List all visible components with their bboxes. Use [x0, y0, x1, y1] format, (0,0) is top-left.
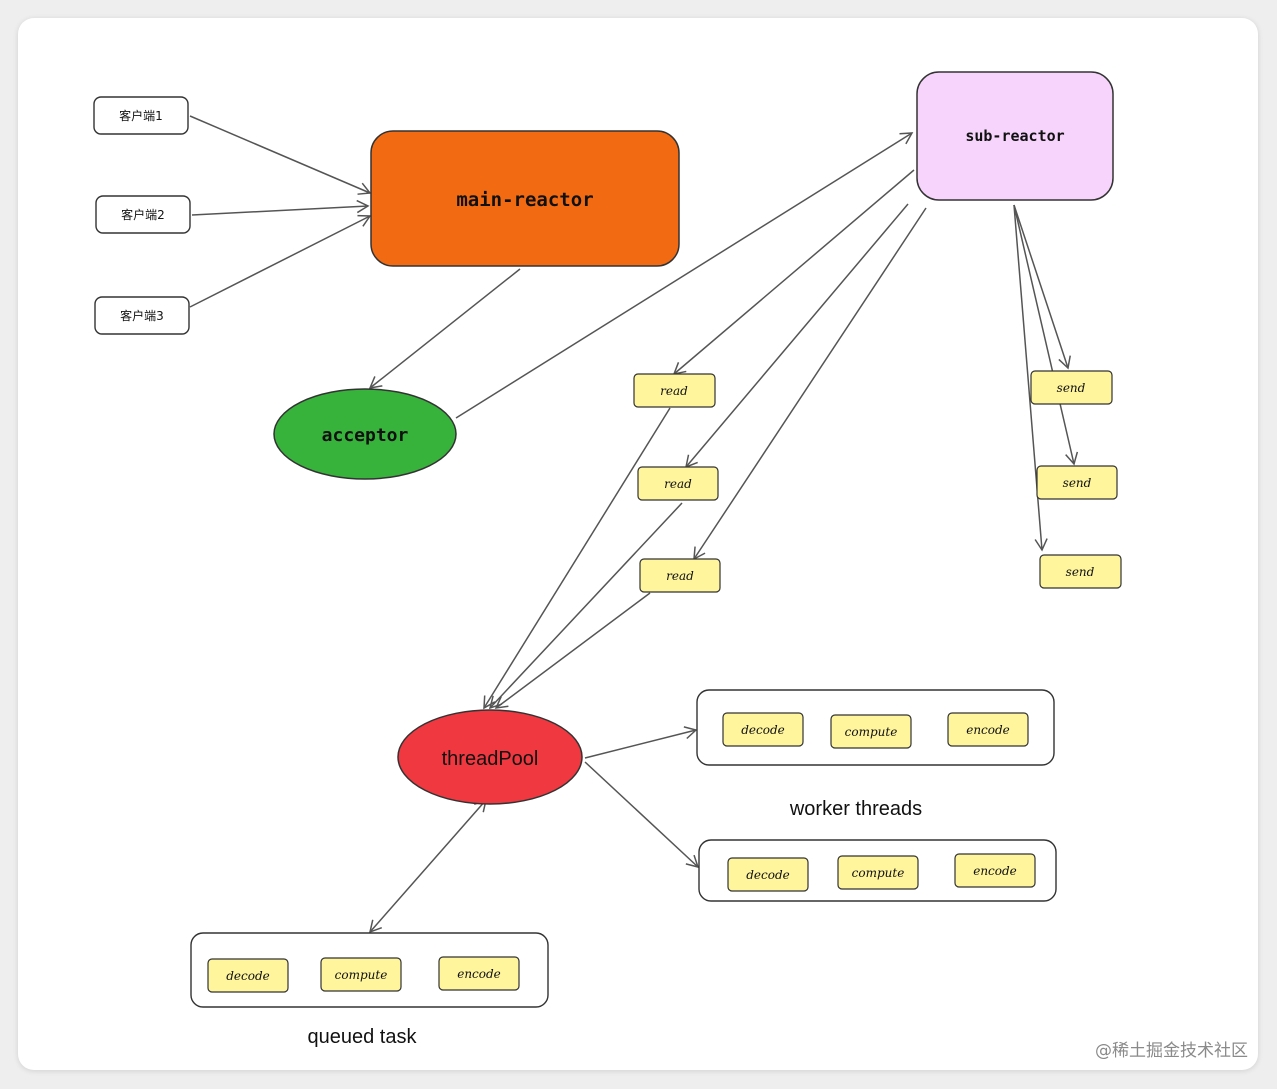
queued-task: decode compute encode	[190, 932, 549, 1008]
send-task-3-label: send	[1066, 565, 1095, 579]
read-task-1: read	[633, 373, 716, 408]
thread-pool-node: threadPool	[397, 709, 583, 805]
client-1: 客户端1	[93, 96, 189, 135]
client-2-label: 客户端2	[121, 207, 165, 222]
worker-2-decode-label: decode	[746, 868, 790, 882]
main-reactor-node: main-reactor	[370, 130, 680, 267]
queued-decode	[207, 958, 289, 993]
acceptor-label: acceptor	[322, 425, 409, 446]
worker-1-encode	[947, 712, 1029, 747]
edge-client2-main	[191, 199, 370, 216]
worker-2-encode-label: encode	[973, 864, 1017, 878]
worker-1-decode	[722, 712, 804, 747]
sub-reactor-label: sub-reactor	[965, 127, 1064, 145]
edge-client3-main	[189, 214, 372, 308]
edge-read3-pool	[494, 592, 651, 709]
queued-decode-label: decode	[226, 969, 270, 983]
edges	[189, 115, 1079, 934]
worker-1-encode-label: encode	[966, 723, 1010, 737]
read-task-2-label: read	[664, 477, 692, 491]
read-task-1-label: read	[660, 384, 688, 398]
edge-sub-read1	[672, 169, 915, 376]
queued-encode	[438, 956, 520, 991]
client-3-label: 客户端3	[120, 308, 164, 323]
read-task-2: read	[637, 466, 719, 501]
worker-2-encode	[954, 853, 1036, 888]
queued-compute-label: compute	[335, 968, 388, 982]
worker-threads-caption: worker threads	[789, 798, 922, 820]
send-task-2: send	[1036, 465, 1118, 500]
edge-client1-main	[189, 115, 372, 195]
send-task-3: send	[1039, 554, 1122, 589]
send-task-2-label: send	[1063, 476, 1092, 490]
edge-sub-send1	[1013, 204, 1071, 370]
send-task-1-label: send	[1057, 381, 1086, 395]
worker-1-decode-label: decode	[741, 723, 785, 737]
edge-sub-read3	[693, 207, 927, 561]
reactor-diagram: 客户端1 客户端2 客户端3 main-reactor acceptor sub…	[93, 71, 1248, 1061]
client-3: 客户端3	[94, 296, 190, 335]
worker-thread-1: decode compute encode	[696, 689, 1055, 766]
edge-main-acceptor	[368, 268, 521, 389]
edge-pool-worker1	[584, 726, 698, 759]
read-task-3-label: read	[666, 569, 694, 583]
worker-2-compute-label: compute	[852, 866, 905, 880]
worker-2-compute	[837, 855, 919, 890]
sub-reactor-node: sub-reactor	[916, 71, 1114, 201]
worker-thread-2: decode compute encode	[698, 839, 1057, 902]
send-task-1: send	[1030, 370, 1113, 405]
diagram-canvas: 客户端1 客户端2 客户端3 main-reactor acceptor sub…	[18, 18, 1258, 1070]
queued-compute	[320, 957, 402, 992]
worker-2-decode	[727, 857, 809, 892]
acceptor-node: acceptor	[273, 388, 457, 480]
edge-read2-pool	[488, 502, 683, 710]
read-task-3: read	[639, 558, 721, 593]
edge-pool-queue	[368, 798, 488, 934]
client-2: 客户端2	[95, 195, 191, 234]
queued-task-caption: queued task	[308, 1026, 418, 1048]
client-1-label: 客户端1	[119, 108, 163, 123]
worker-1-compute	[830, 714, 912, 749]
edge-read1-pool	[483, 407, 671, 710]
thread-pool-label: threadPool	[442, 748, 539, 770]
edge-sub-send2	[1013, 204, 1079, 466]
watermark-text: @稀土掘金技术社区	[1095, 1041, 1248, 1061]
worker-1-compute-label: compute	[845, 725, 898, 739]
edge-sub-read2	[684, 203, 909, 469]
edge-pool-worker2	[584, 761, 700, 869]
edge-acceptor-subreactor	[455, 132, 914, 419]
main-reactor-label: main-reactor	[456, 189, 593, 211]
queued-encode-label: encode	[457, 967, 501, 981]
